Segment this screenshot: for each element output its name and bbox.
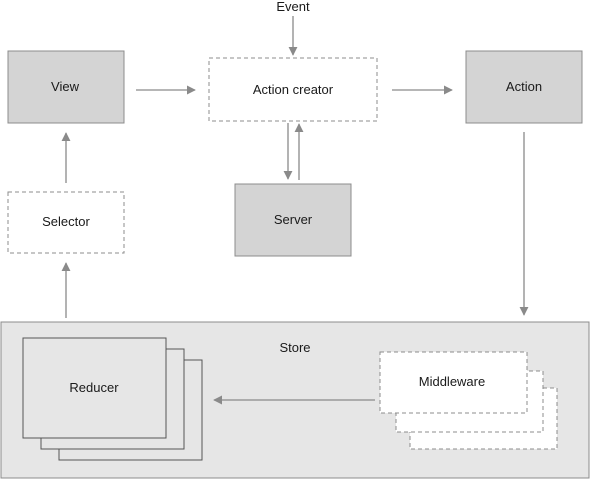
reducer-stack: Reducer [22, 337, 203, 461]
server-node: Server [234, 183, 352, 257]
reducer-label: Reducer [69, 380, 119, 395]
middleware-label: Middleware [419, 374, 485, 389]
store-label: Store [279, 340, 310, 355]
middleware-stack: Middleware [379, 351, 558, 450]
selector-label: Selector [42, 214, 90, 229]
action-label: Action [506, 79, 542, 94]
server-label: Server [274, 212, 313, 227]
selector-node: Selector [7, 191, 125, 254]
view-label: View [51, 79, 80, 94]
action-creator-node: Action creator [208, 57, 378, 122]
action-node: Action [465, 50, 583, 124]
view-node: View [7, 50, 125, 124]
action-creator-label: Action creator [253, 82, 334, 97]
event-label: Event [276, 0, 310, 14]
arrows [61, 16, 529, 405]
